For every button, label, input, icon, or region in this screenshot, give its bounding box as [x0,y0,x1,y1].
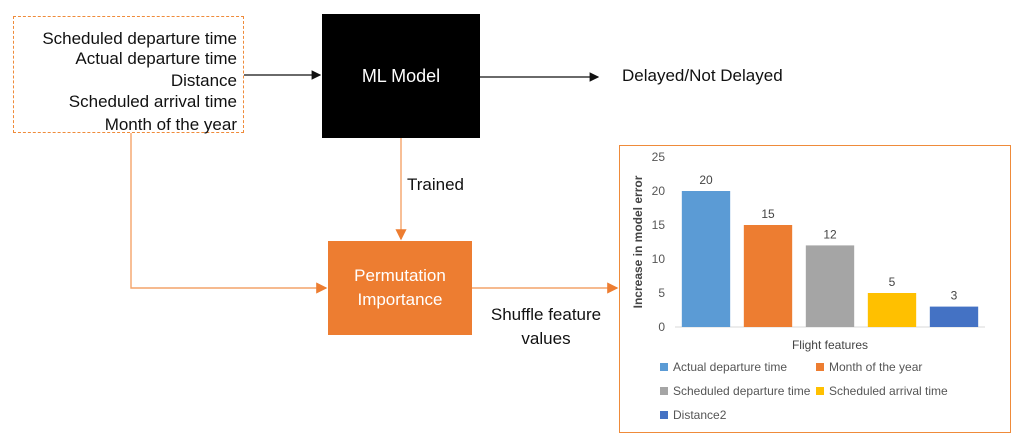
feature-label: Distance [170,71,237,90]
legend-label: Scheduled departure time [673,384,811,398]
feature-label: Month of the year [104,115,237,134]
legend-swatch [660,411,668,419]
y-axis-title: Increase in model error [631,175,645,308]
input-features-box: Scheduled departure time Actual departur… [13,16,244,134]
legend-swatch [816,363,824,371]
permutation-importance-box: Permutation Importance [328,241,472,335]
shuffle-label: Shuffle feature values [483,305,609,349]
bar [743,225,793,327]
y-tick-label: 5 [658,286,665,300]
legend-item: Month of the year [816,360,922,374]
legend-swatch [660,387,668,395]
bar-value-label: 5 [889,275,896,289]
shuffle-label-line: values [521,329,571,348]
output-label: Delayed/Not Delayed [622,66,783,85]
legend-item: Actual departure time [660,360,787,374]
trained-label: Trained [407,175,465,194]
feature-label: Scheduled departure time [42,29,237,48]
ml-model-box: ML Model [322,14,480,138]
feature-label: Actual departure time [75,49,237,68]
legend-label: Distance2 [673,408,727,422]
legend-label: Scheduled arrival time [829,384,948,398]
bar-value-label: 12 [823,227,837,241]
ml-model-label: ML Model [361,65,441,86]
legend-swatch [660,363,668,371]
permutation-importance-label: Permutation Importance [354,266,446,309]
legend-label: Actual departure time [673,360,788,374]
features-to-permutation-arrow [130,133,328,294]
bar-value-label: 15 [761,207,775,221]
shuffle-label-line: Shuffle feature [490,305,602,324]
y-tick-label: 10 [652,252,666,266]
bar [929,306,979,327]
legend-swatch [816,387,824,395]
bar [681,191,731,327]
x-axis-title: Flight features [792,338,868,352]
bar [805,245,855,327]
bar-value-label: 3 [951,289,958,303]
legend-item: Distance2 [660,408,726,422]
feature-label: Scheduled arrival time [68,92,237,111]
y-tick-label: 0 [658,320,665,334]
legend-label: Month of the year [829,360,923,374]
legend-item: Scheduled arrival time [816,384,948,398]
bar-value-label: 20 [699,173,713,187]
y-tick-label: 15 [652,218,666,232]
bar [867,293,917,327]
legend-item: Scheduled departure time [660,384,810,398]
y-tick-label: 20 [652,184,666,198]
y-tick-label: 25 [652,150,666,164]
